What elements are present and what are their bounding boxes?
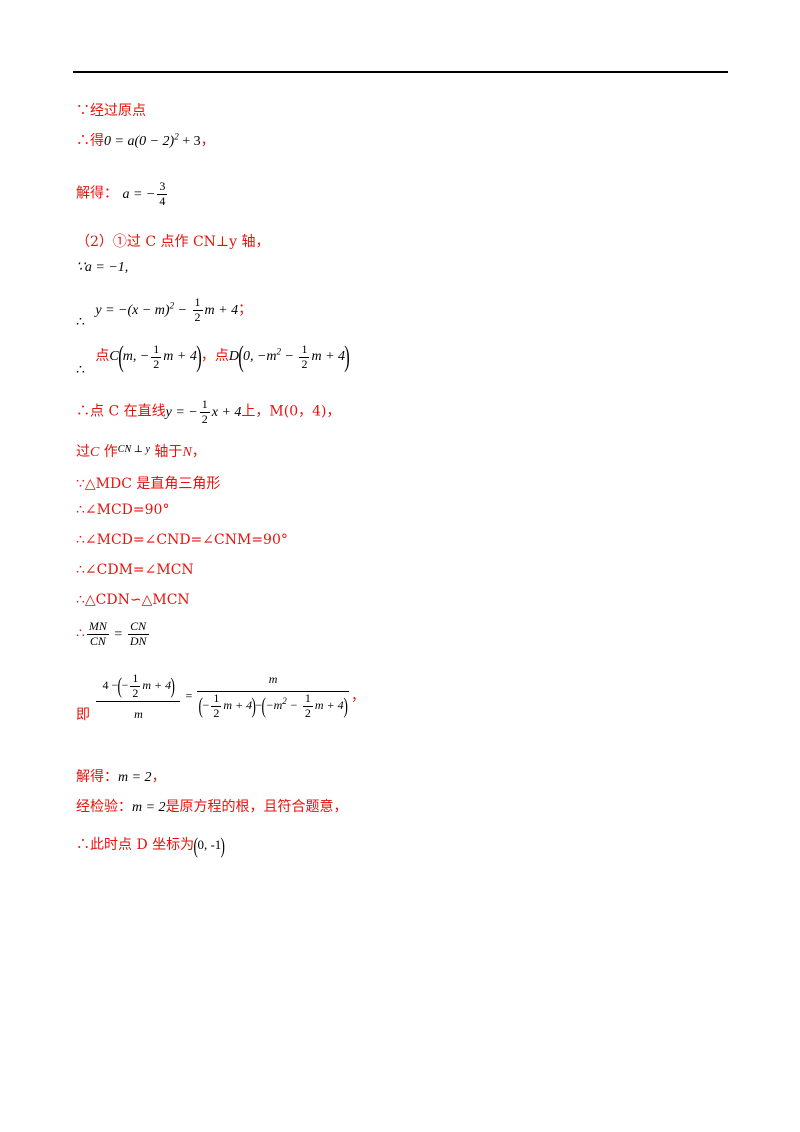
point-d-coordinate: (0, -1) [193,833,226,859]
line-5: ∵a = −1, [76,260,129,275]
text: ， [151,769,166,785]
line-4: （2）①过 C 点作 CN⊥y 轴， [76,234,270,250]
equation: m = 2 [118,770,152,785]
text: 经检验： [76,799,132,815]
text: ， [351,688,365,705]
text: 上，M(0，4)， [241,403,341,420]
text: ∴得 [76,133,104,149]
line-1: ∵经过原点 [76,103,146,119]
line-12: ∴∠MCD=∠CND=∠CNM=90° [76,532,288,548]
text: ∴ [76,362,85,379]
text: ，点 [200,348,229,365]
text: ∴ [76,313,85,330]
text: ∴此时点 D 坐标为 [76,837,195,853]
line-11: ∴∠MCD=90° [76,502,170,518]
line-14: ∴△CDN∽△MCN [76,592,190,608]
line-17: 解得：m = 2， [76,766,166,786]
equation: m = 2 [132,800,166,815]
line-18: 经检验：m = 2是原方程的根，且符合题意， [76,796,348,816]
text: ， [200,133,215,149]
header-rule [73,71,728,73]
text: 点 [95,348,110,365]
text: ； [238,301,253,318]
text: 解得： [76,185,118,202]
text: ∴ [76,625,85,642]
text: 是原方程的根，且符合题意， [165,799,348,815]
text: 解得： [76,769,118,785]
line-10: ∵△MDC 是直角三角形 [76,476,221,492]
text: 即 [76,706,90,723]
equation: 0 = a(0 − 2)2 + 3 [104,131,201,149]
text: ∴点 C 在直线 [76,403,166,420]
line-19: ∴此时点 D 坐标为(0, -1) [76,834,225,857]
line-9: 过C 作CN ⊥ y 轴于N， [76,444,206,460]
line-2: ∴得0 = a(0 − 2)2 + 3， [76,130,215,150]
line-13: ∴∠CDM=∠MCN [76,562,194,578]
